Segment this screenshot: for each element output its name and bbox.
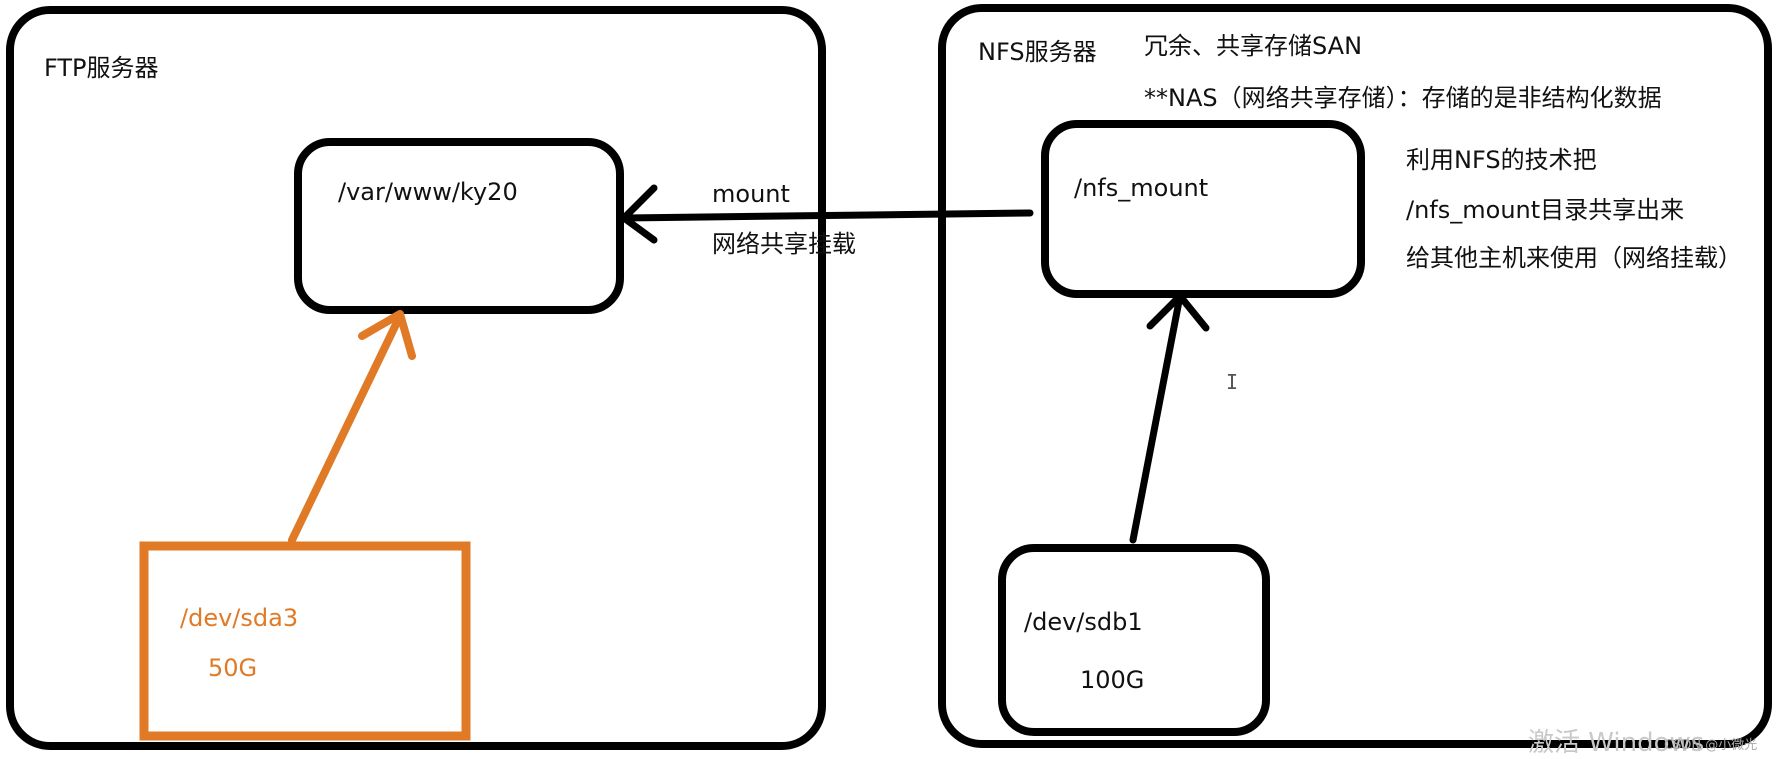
sdb1-to-export-arrow-line <box>1129 292 1184 544</box>
export-dir-label: /nfs_mount <box>1074 174 1209 202</box>
mount-arrow-line <box>620 209 1034 222</box>
sda3-to-mount-arrow-line <box>288 312 404 544</box>
san-note: 冗余、共享存储SAN <box>1144 32 1363 60</box>
mount-arrow-head <box>620 184 658 244</box>
explanation-line-3: 给其他主机来使用（网络挂载） <box>1406 244 1742 272</box>
text-cursor-icon: I <box>1226 370 1239 394</box>
mount-label: mount <box>712 180 790 208</box>
sda3-disk-box <box>139 541 471 741</box>
ftp-server-box <box>6 6 826 750</box>
network-mount-label: 网络共享挂载 <box>712 230 856 258</box>
explanation-line-1: 利用NFS的技术把 <box>1406 146 1597 174</box>
mount-point-label: /var/www/ky20 <box>338 178 518 206</box>
sda3-device-label: /dev/sda3 <box>180 604 299 632</box>
activation-watermark: 激活 Windows <box>1528 728 1705 758</box>
export-dir-box <box>1041 120 1365 298</box>
sdb1-disk-box <box>998 544 1270 736</box>
explanation-line-2: /nfs_mount目录共享出来 <box>1406 196 1685 224</box>
mount-point-box <box>294 138 624 314</box>
nas-note: **NAS（网络共享存储）：存储的是非结构化数据 <box>1144 84 1662 112</box>
sdb1-device-label: /dev/sdb1 <box>1024 608 1143 636</box>
nfs-server-title: NFS服务器 <box>978 38 1097 66</box>
sdb1-size-label: 100G <box>1080 666 1145 694</box>
sdb1-to-export-arrow-head <box>1146 292 1210 332</box>
csdn-credit: CSDN @小微光 <box>1664 738 1758 753</box>
sda3-to-mount-arrow-head <box>358 310 416 360</box>
sda3-size-label: 50G <box>208 654 258 682</box>
ftp-server-title: FTP服务器 <box>44 54 159 82</box>
nfs-server-box <box>938 4 1772 748</box>
